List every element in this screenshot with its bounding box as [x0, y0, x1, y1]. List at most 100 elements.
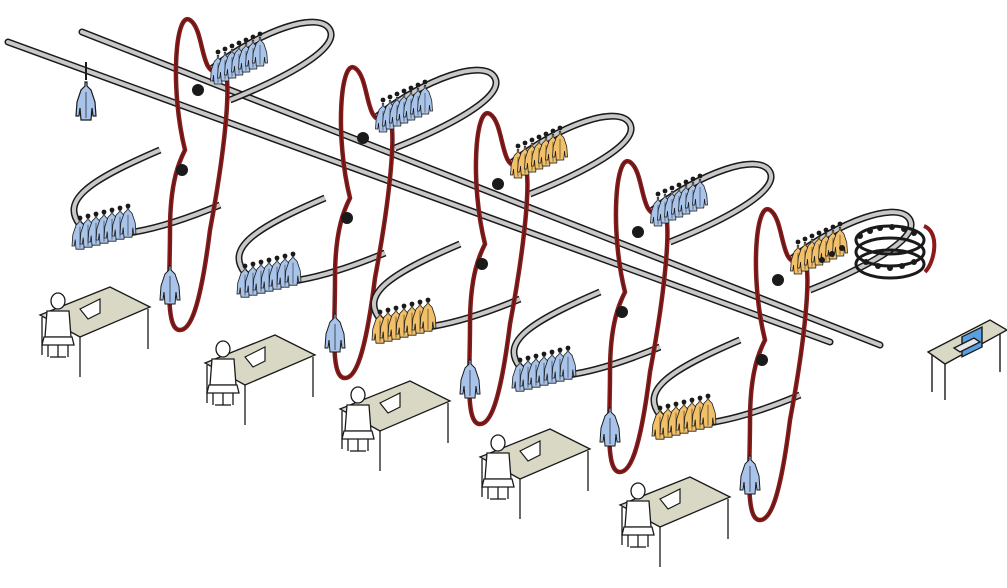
hanger-head: [387, 94, 393, 100]
hanger-head: [673, 401, 679, 407]
garment-icon: [159, 265, 181, 305]
hanger-head: [529, 137, 535, 143]
hanger-head: [229, 43, 235, 49]
secondary-overhead-rail-fill: [6, 40, 832, 344]
hanger-head: [837, 221, 843, 227]
hanger-head: [517, 357, 523, 363]
hanger-head: [705, 393, 711, 399]
garment-icon: [559, 348, 577, 380]
pulley-icon: [176, 164, 188, 176]
sewing-machine: [79, 298, 101, 320]
pulley-icon: [756, 354, 768, 366]
hanger-head: [816, 230, 822, 236]
hanger-head: [536, 134, 542, 140]
spiral-buffer-rail: [854, 224, 937, 280]
hanger-head: [215, 49, 221, 55]
pulley-icon: [192, 84, 204, 96]
hanger-head: [222, 46, 228, 52]
hanger-head: [689, 397, 695, 403]
hanger-head: [109, 207, 115, 213]
garment-icon: [739, 455, 761, 495]
hanger-head: [522, 140, 528, 146]
hanger-head: [422, 79, 428, 85]
loop-rail-fill: [373, 68, 499, 150]
hanger-head: [697, 173, 703, 179]
chain-outline: [333, 66, 393, 379]
operator-figure: [41, 292, 75, 358]
hanger-head: [830, 224, 836, 230]
pulley-icon: [357, 132, 369, 144]
hanger-head: [557, 125, 563, 131]
hanger-head: [823, 227, 829, 233]
hanger-head: [690, 176, 696, 182]
hanger-head: [401, 303, 407, 309]
pulley-icon: [772, 274, 784, 286]
hanger-head: [243, 37, 249, 43]
control-computer: [926, 319, 1007, 400]
hanger-head: [550, 128, 556, 134]
hanger-head: [393, 305, 399, 311]
hanger-head: [101, 209, 107, 215]
hanger-head: [409, 301, 415, 307]
hanger-head: [377, 309, 383, 315]
hanger-head: [662, 188, 668, 194]
pulley-icon: [476, 258, 488, 270]
hanger-head: [565, 345, 571, 351]
garment-icon: [75, 81, 97, 121]
sewing-machine: [244, 346, 266, 368]
hanger-head: [93, 211, 99, 217]
hanger-head: [77, 215, 83, 221]
operator-figure: [206, 340, 240, 406]
operator-figure: [621, 482, 655, 548]
main-overhead-rail-fill: [80, 30, 882, 347]
hanger-head: [543, 131, 549, 137]
hanger-head: [415, 82, 421, 88]
garment-icon: [284, 254, 302, 286]
hanger-head: [290, 251, 296, 257]
hanger-head: [242, 263, 248, 269]
hanger-head: [657, 405, 663, 411]
hanger-head: [266, 257, 272, 263]
garment-icon: [599, 407, 621, 447]
hanger-head: [258, 259, 264, 265]
hanger-head: [655, 191, 661, 197]
hanger-head: [385, 307, 391, 313]
garment-icon: [459, 359, 481, 399]
sewing-machine: [659, 488, 681, 510]
chain-outline: [468, 112, 528, 425]
pulley-icon: [492, 178, 504, 190]
hanger-head: [557, 347, 563, 353]
hanger-head: [809, 233, 815, 239]
hanger-head: [408, 85, 414, 91]
sewing-machine: [379, 392, 401, 414]
garment-icon: [119, 206, 137, 238]
station-unit: [203, 64, 500, 425]
station-unit: [478, 158, 775, 519]
hanger-head: [250, 34, 256, 40]
chain-outline: [608, 160, 668, 473]
hanger-head: [401, 88, 407, 94]
hanger-head: [417, 299, 423, 305]
hanger-head: [257, 31, 263, 37]
hanger-head: [533, 353, 539, 359]
hanger-head: [282, 253, 288, 259]
hanger-head: [525, 355, 531, 361]
hanger-head: [274, 255, 280, 261]
loop-rail-fill: [648, 162, 774, 244]
hanger-head: [697, 395, 703, 401]
hanger-head: [125, 203, 131, 209]
hanger-head: [250, 261, 256, 267]
pulley-icon: [616, 306, 628, 318]
spiral-hangers: [819, 224, 917, 271]
hanger-head: [117, 205, 123, 211]
station-unit: [38, 16, 335, 377]
pulley-icon: [632, 226, 644, 238]
hanger-head: [85, 213, 91, 219]
operator-figure: [481, 434, 515, 500]
hanger-head: [676, 182, 682, 188]
operator-figure: [341, 386, 375, 452]
chain-outline: [748, 208, 808, 521]
hanger-head: [425, 297, 431, 303]
